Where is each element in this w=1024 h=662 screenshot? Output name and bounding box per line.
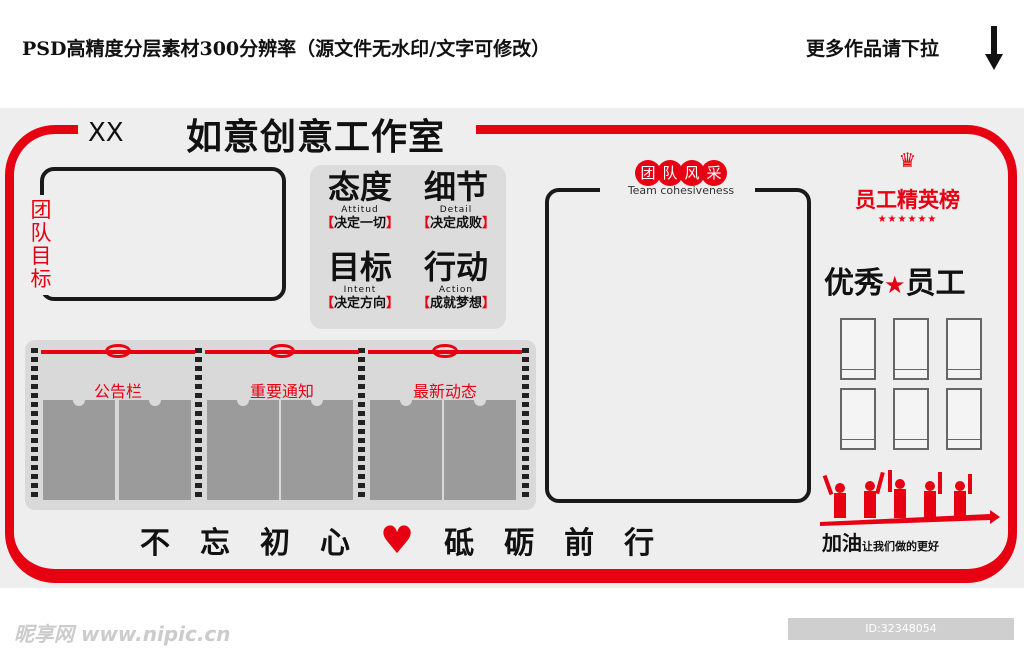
studio-title: 如意创意工作室 <box>186 117 446 158</box>
value-title: 目标 <box>327 248 392 286</box>
logo-char: 采 <box>701 160 727 186</box>
value-desc: 【决定一切】 <box>320 216 400 231</box>
notice-card <box>43 394 115 500</box>
chain-decoration <box>195 348 202 500</box>
bulletin-panel: 公告栏 重要通知 最新动态 <box>25 340 536 510</box>
team-style-box <box>545 188 811 503</box>
value-desc-text: 决定方向 <box>333 296 386 311</box>
chain-decoration <box>522 348 529 500</box>
company-xx: XX <box>88 118 124 148</box>
crown-icon: ♛ <box>898 148 917 172</box>
staff-photo-slot <box>946 388 982 450</box>
logo-char: 队 <box>657 160 683 186</box>
red-frame <box>5 125 1017 583</box>
header-title: PSD高精度分层素材300分辨率（源文件无水印/文字可修改） <box>22 38 551 60</box>
notice-card <box>281 394 353 500</box>
bow-icon <box>269 344 295 358</box>
notice-card <box>119 394 191 500</box>
value-en: Action <box>438 285 474 295</box>
value-desc: 【成就梦想】 <box>416 296 496 311</box>
staff-photo-slot <box>840 388 876 450</box>
slogan-char: 忘 <box>200 526 230 561</box>
value-en: Attitud <box>341 205 379 215</box>
team-style-logo: 团队风采 Team cohesiveness <box>606 160 756 197</box>
stars-icon: ★★★★★★ <box>877 214 938 225</box>
watermark-site: 昵享网 www.nipic.cn <box>14 622 231 646</box>
slogan-char: 砺 <box>504 526 535 561</box>
slogan-char: 心 <box>320 526 350 561</box>
elite-logo: ♛ 员工精英榜 ★★★★★★ <box>835 150 980 225</box>
notice-card <box>444 394 516 500</box>
team-goal-label: 团队目标 <box>28 195 54 295</box>
section-title: 重要通知 <box>249 382 314 401</box>
slogan-char: 砥 <box>444 526 475 561</box>
section-title: 最新动态 <box>412 382 477 401</box>
section-important: 重要通知 <box>205 344 359 500</box>
value-title: 行动 <box>423 248 488 286</box>
chain-decoration <box>358 348 365 500</box>
notice-card <box>207 394 279 500</box>
cheer-text: 加油让我们做的更好 <box>822 527 939 556</box>
team-goal-box <box>40 167 286 301</box>
frame-gap <box>78 118 476 142</box>
excellent-b: 员工 <box>905 266 966 301</box>
value-desc: 【决定成败】 <box>416 216 496 231</box>
elite-title: 员工精英榜 <box>855 188 960 212</box>
slogan-char: 初 <box>260 526 290 561</box>
value-desc: 【决定方向】 <box>320 296 400 311</box>
section-news: 最新动态 <box>368 344 522 500</box>
excellent-a: 优秀 <box>824 266 884 301</box>
cheering-crowd-icon <box>820 470 1000 526</box>
slogan-char: 不 <box>140 526 170 561</box>
arrow-down-icon <box>985 26 1003 70</box>
bow-icon <box>105 344 131 358</box>
value-desc-text: 成就梦想 <box>429 296 482 311</box>
excellent-staff-title: 优秀★员工 <box>824 258 966 302</box>
value-title: 态度 <box>327 168 392 206</box>
cheer-small: 让我们做的更好 <box>862 540 939 553</box>
staff-photo-slot <box>893 318 929 380</box>
staff-photo-slot <box>946 318 982 380</box>
value-en: Intent <box>343 285 377 295</box>
value-en: Detail <box>439 205 473 215</box>
slogan-char: 前 <box>564 526 595 561</box>
team-style-en: Team cohesiveness <box>627 184 735 197</box>
chain-decoration <box>31 348 38 500</box>
notice-card <box>370 394 442 500</box>
staff-photo-slot <box>840 318 876 380</box>
slogan: 不忘初心 ♥ 砥砺前行 <box>140 518 684 562</box>
scroll-hint: 更多作品请下拉 <box>806 38 940 60</box>
logo-char: 团 <box>635 160 661 186</box>
slogan-char: 行 <box>624 526 655 561</box>
cheer-big: 加油 <box>822 531 862 555</box>
section-title: 公告栏 <box>93 382 142 401</box>
section-notice: 公告栏 <box>41 344 195 500</box>
value-desc-text: 决定成败 <box>429 216 482 231</box>
logo-char: 风 <box>679 160 705 186</box>
staff-photo-slot <box>893 388 929 450</box>
watermark-id: ID:32348054 NO:20210430211632235101 <box>788 618 1014 657</box>
heart-icon: ♥ <box>380 518 415 562</box>
star-icon: ★ <box>884 271 906 299</box>
value-title: 细节 <box>423 168 488 206</box>
value-desc-text: 决定一切 <box>333 216 386 231</box>
bow-icon <box>432 344 458 358</box>
